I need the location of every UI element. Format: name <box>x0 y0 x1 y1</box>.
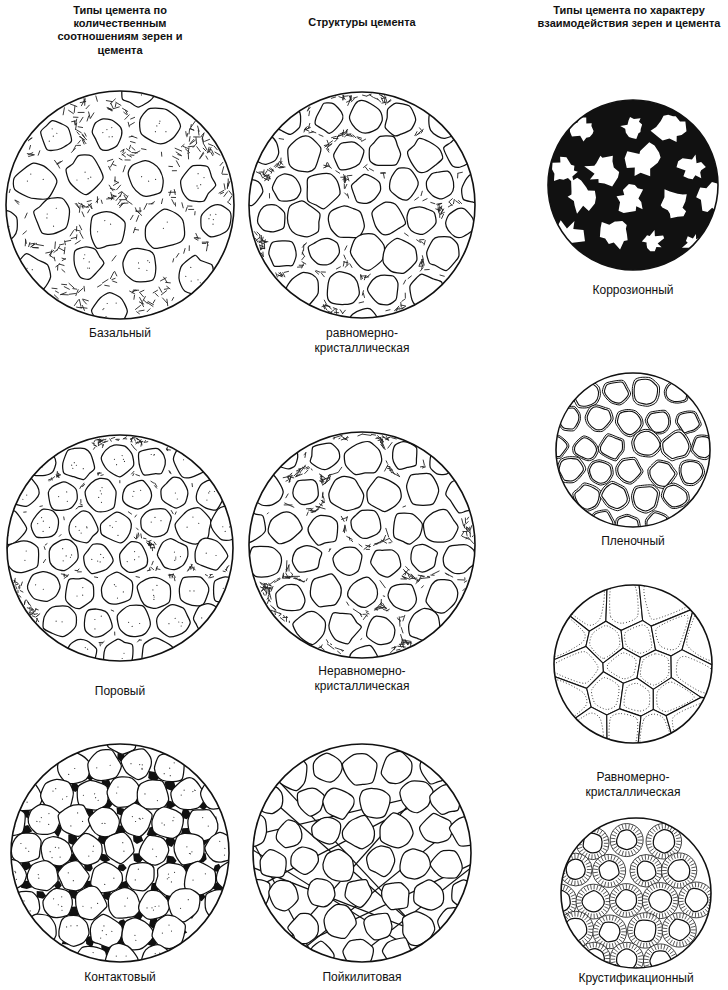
thin-section-circle: Контактовый <box>10 743 230 963</box>
thin-section-illustration <box>10 743 230 963</box>
thin-section-illustration <box>560 817 712 969</box>
thin-section-illustration <box>547 99 719 271</box>
caption: Пойкилитовая <box>262 970 462 985</box>
thin-section-circle: Равномерно- кристаллическая <box>553 584 713 744</box>
caption: Поровый <box>20 684 220 699</box>
thin-section-illustration <box>248 431 476 659</box>
caption: Коррозионный <box>558 283 708 298</box>
thin-section-circle: равномерно- кристаллическая <box>248 91 476 319</box>
caption: Крустификационный <box>561 971 711 986</box>
caption: Контактовый <box>20 970 220 985</box>
caption: Неравномерно- кристаллическая <box>302 664 422 694</box>
thin-section-circle: Базальный <box>5 90 235 320</box>
thin-section-illustration <box>6 434 234 662</box>
caption: равномерно- кристаллическая <box>302 326 422 356</box>
thin-section-illustration <box>252 743 472 963</box>
thin-section-circle: Неравномерно- кристаллическая <box>248 431 476 659</box>
caption: Равномерно- кристаллическая <box>558 770 708 800</box>
thin-section-circle: Крустификационный <box>560 817 712 969</box>
thin-section-circle: Поровый <box>6 434 234 662</box>
thin-section-illustration <box>555 372 711 528</box>
column-heading: Структуры цемента <box>262 16 462 29</box>
thin-section-circle: Коррозионный <box>547 99 719 271</box>
caption: Базальный <box>20 326 220 341</box>
column-heading: Типы цемента по количественным соотношен… <box>45 4 195 57</box>
column-heading: Типы цемента по характеру взаимодействия… <box>537 4 722 30</box>
thin-section-illustration <box>553 584 713 744</box>
caption: Пленочный <box>558 534 708 549</box>
thin-section-circle: Пойкилитовая <box>252 743 472 963</box>
thin-section-circle: Пленочный <box>555 372 711 528</box>
thin-section-illustration <box>5 90 235 320</box>
thin-section-illustration <box>248 91 476 319</box>
